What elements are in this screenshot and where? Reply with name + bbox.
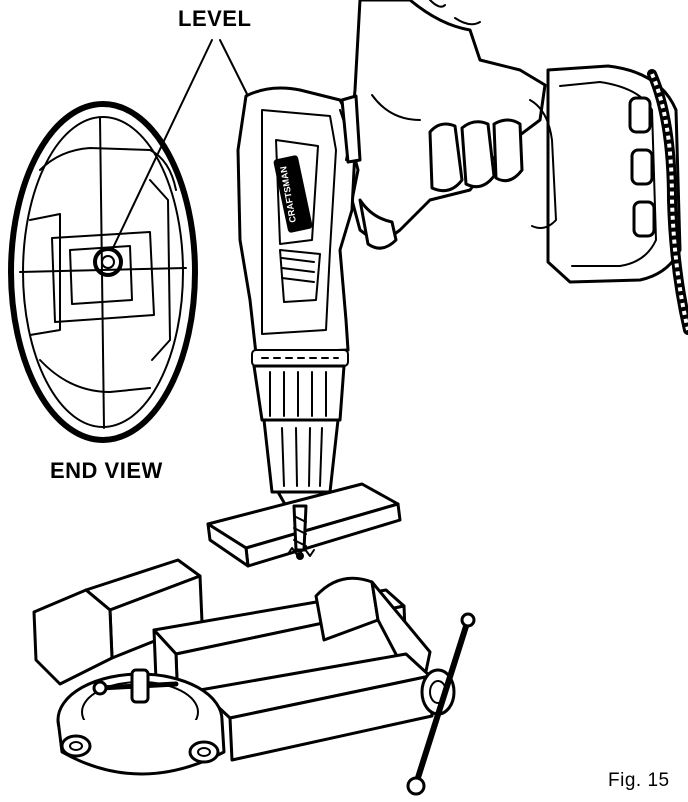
drill-chuck bbox=[252, 364, 346, 508]
figure-number: Fig. 15 bbox=[608, 770, 670, 791]
wrist-strap bbox=[647, 69, 688, 335]
level-label: LEVEL bbox=[178, 6, 252, 31]
level-bubble bbox=[93, 247, 123, 277]
hand bbox=[348, 0, 547, 250]
end-view-label: END VIEW bbox=[50, 458, 163, 483]
end-view-inset bbox=[8, 101, 198, 443]
drill-bit bbox=[287, 504, 315, 560]
bench-vise bbox=[32, 558, 476, 796]
drill-logo-plate bbox=[273, 155, 313, 233]
drill-body: CRAFTSMAN bbox=[236, 86, 362, 367]
battery-pack bbox=[529, 64, 682, 284]
level-leader-lines bbox=[111, 39, 249, 251]
